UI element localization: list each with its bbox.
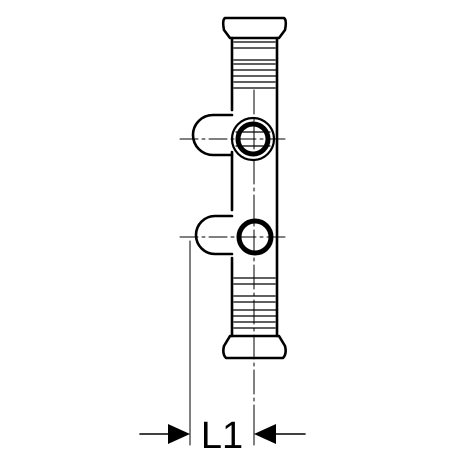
dimension-l1: L1 [139, 240, 306, 450]
pipe-body [230, 36, 279, 338]
lower-branch-outlet [194, 214, 274, 256]
arrow-right-pointing [168, 424, 190, 444]
dimension-label: L1 [201, 415, 243, 450]
center-lines [179, 89, 289, 406]
arrow-left-pointing [254, 424, 276, 444]
upper-branch-outlet [191, 113, 276, 162]
top-press-socket [221, 16, 288, 89]
